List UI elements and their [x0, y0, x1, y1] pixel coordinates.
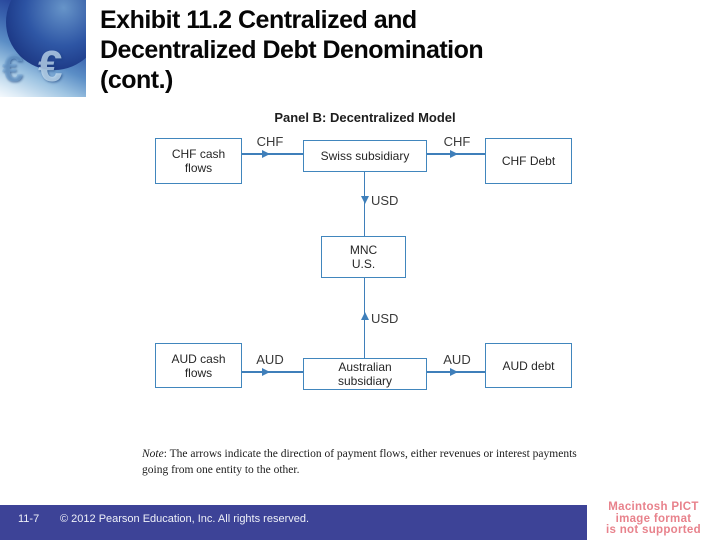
- box-label: AUD cash: [171, 351, 226, 366]
- note-label: Note: [142, 448, 164, 460]
- flow-label-usd-top: USD: [371, 193, 399, 208]
- flow-label-chf-left: CHF: [256, 134, 284, 149]
- flow-label-aud-right: AUD: [443, 352, 471, 367]
- box-label: MNC: [349, 243, 378, 257]
- copyright-text: © 2012 Pearson Education, Inc. All right…: [60, 513, 310, 525]
- box-label: subsidiary: [337, 374, 393, 388]
- panel-title: Panel B: Decentralized Model: [274, 110, 456, 125]
- globe-currency-logo: € €: [0, 0, 86, 97]
- box-label: flows: [184, 365, 213, 380]
- pict-placeholder-line: Macintosh PICT: [608, 501, 699, 514]
- pict-placeholder: Macintosh PICT image format is not suppo…: [587, 493, 720, 540]
- flow-label-chf-right: CHF: [443, 134, 471, 149]
- flow-line-chf-left: [242, 153, 303, 155]
- box-mnc-us: MNC U.S.: [321, 236, 406, 278]
- arrowhead-right-icon: [262, 368, 270, 376]
- box-aud-debt: AUD debt: [485, 343, 572, 388]
- pict-placeholder-line: is not supported: [606, 524, 701, 537]
- euro-symbol-icon: €: [38, 42, 63, 91]
- arrowhead-right-icon: [450, 150, 458, 158]
- slide-title-line: (cont.): [100, 66, 173, 94]
- euro-symbol-icon: €: [2, 48, 24, 90]
- box-label: AUD debt: [502, 358, 555, 373]
- page-number: 11-7: [18, 513, 40, 525]
- box-chf-debt: CHF Debt: [485, 138, 572, 184]
- arrowhead-right-icon: [450, 368, 458, 376]
- arrowhead-down-icon: [360, 196, 369, 204]
- arrowhead-up-icon: [360, 312, 369, 320]
- box-australian-subsidiary: Australian subsidiary: [303, 358, 427, 390]
- box-aud-cash-flows: AUD cash flows: [155, 343, 242, 388]
- arrowhead-right-icon: [262, 150, 270, 158]
- box-label: Australian: [338, 360, 392, 374]
- box-label: Swiss subsidiary: [320, 149, 410, 163]
- pict-placeholder-line: image format: [615, 512, 692, 525]
- diagram-note: Note: The arrows indicate the direction …: [142, 446, 590, 478]
- flow-label-usd-bottom: USD: [371, 311, 399, 326]
- note-text: : The arrows indicate the direction of p…: [142, 448, 577, 476]
- box-label: CHF cash: [171, 147, 226, 161]
- box-label: U.S.: [351, 257, 376, 271]
- box-chf-cash-flows: CHF cash flows: [155, 138, 242, 184]
- flow-label-aud-left: AUD: [256, 352, 284, 367]
- box-label: flows: [184, 161, 213, 175]
- slide-title-line: Exhibit 11.2 Centralized and: [100, 6, 417, 34]
- slide-title: Exhibit 11.2 Centralized and Decentraliz…: [100, 5, 660, 95]
- flow-line-usd-top: [363, 172, 365, 236]
- box-label: CHF Debt: [501, 154, 556, 168]
- slide-title-line: Decentralized Debt Denomination: [100, 36, 484, 64]
- box-swiss-subsidiary: Swiss subsidiary: [303, 140, 427, 172]
- flow-line-aud-left: [242, 371, 303, 373]
